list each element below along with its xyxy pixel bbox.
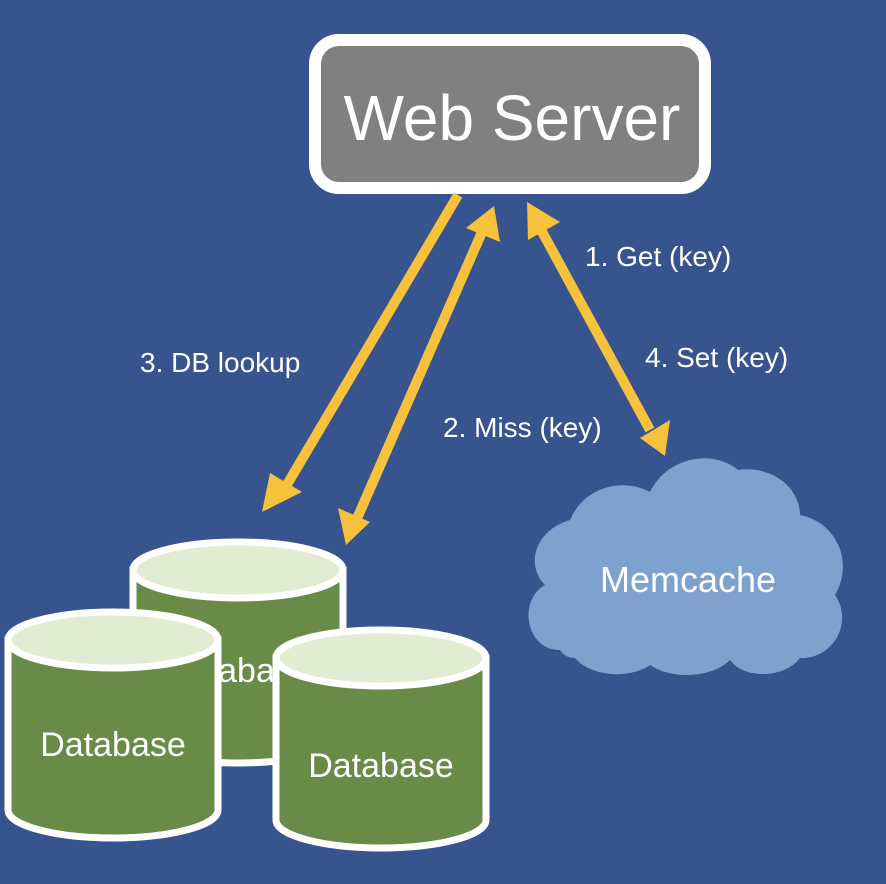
miss-label: 2. Miss (key) [443, 412, 602, 443]
miss-arrow [338, 206, 500, 545]
memcache-node: Memcache [528, 458, 843, 676]
get-set-arrow [527, 202, 670, 456]
memcache-label: Memcache [600, 559, 776, 600]
database-right-body [272, 654, 490, 852]
database-right-label: Database [308, 747, 454, 785]
database-left: Database [4, 608, 222, 842]
web-server-box [309, 34, 711, 194]
web-server-label: Web Server [344, 82, 681, 154]
memcache-cloud [528, 458, 843, 676]
db-lookup-arrow [262, 192, 463, 512]
database-left-body [4, 636, 222, 842]
database-right-top [272, 626, 490, 690]
set-label: 4. Set (key) [645, 342, 788, 373]
web-server-node: Web Server [309, 34, 711, 194]
database-back-top [129, 538, 347, 602]
get-label: 1. Get (key) [585, 241, 731, 272]
database-left-label: Database [40, 726, 186, 764]
database-left-top [4, 608, 222, 672]
arrows [262, 192, 670, 545]
database-right: Database [272, 626, 490, 852]
db-lookup-label: 3. DB lookup [140, 347, 300, 378]
